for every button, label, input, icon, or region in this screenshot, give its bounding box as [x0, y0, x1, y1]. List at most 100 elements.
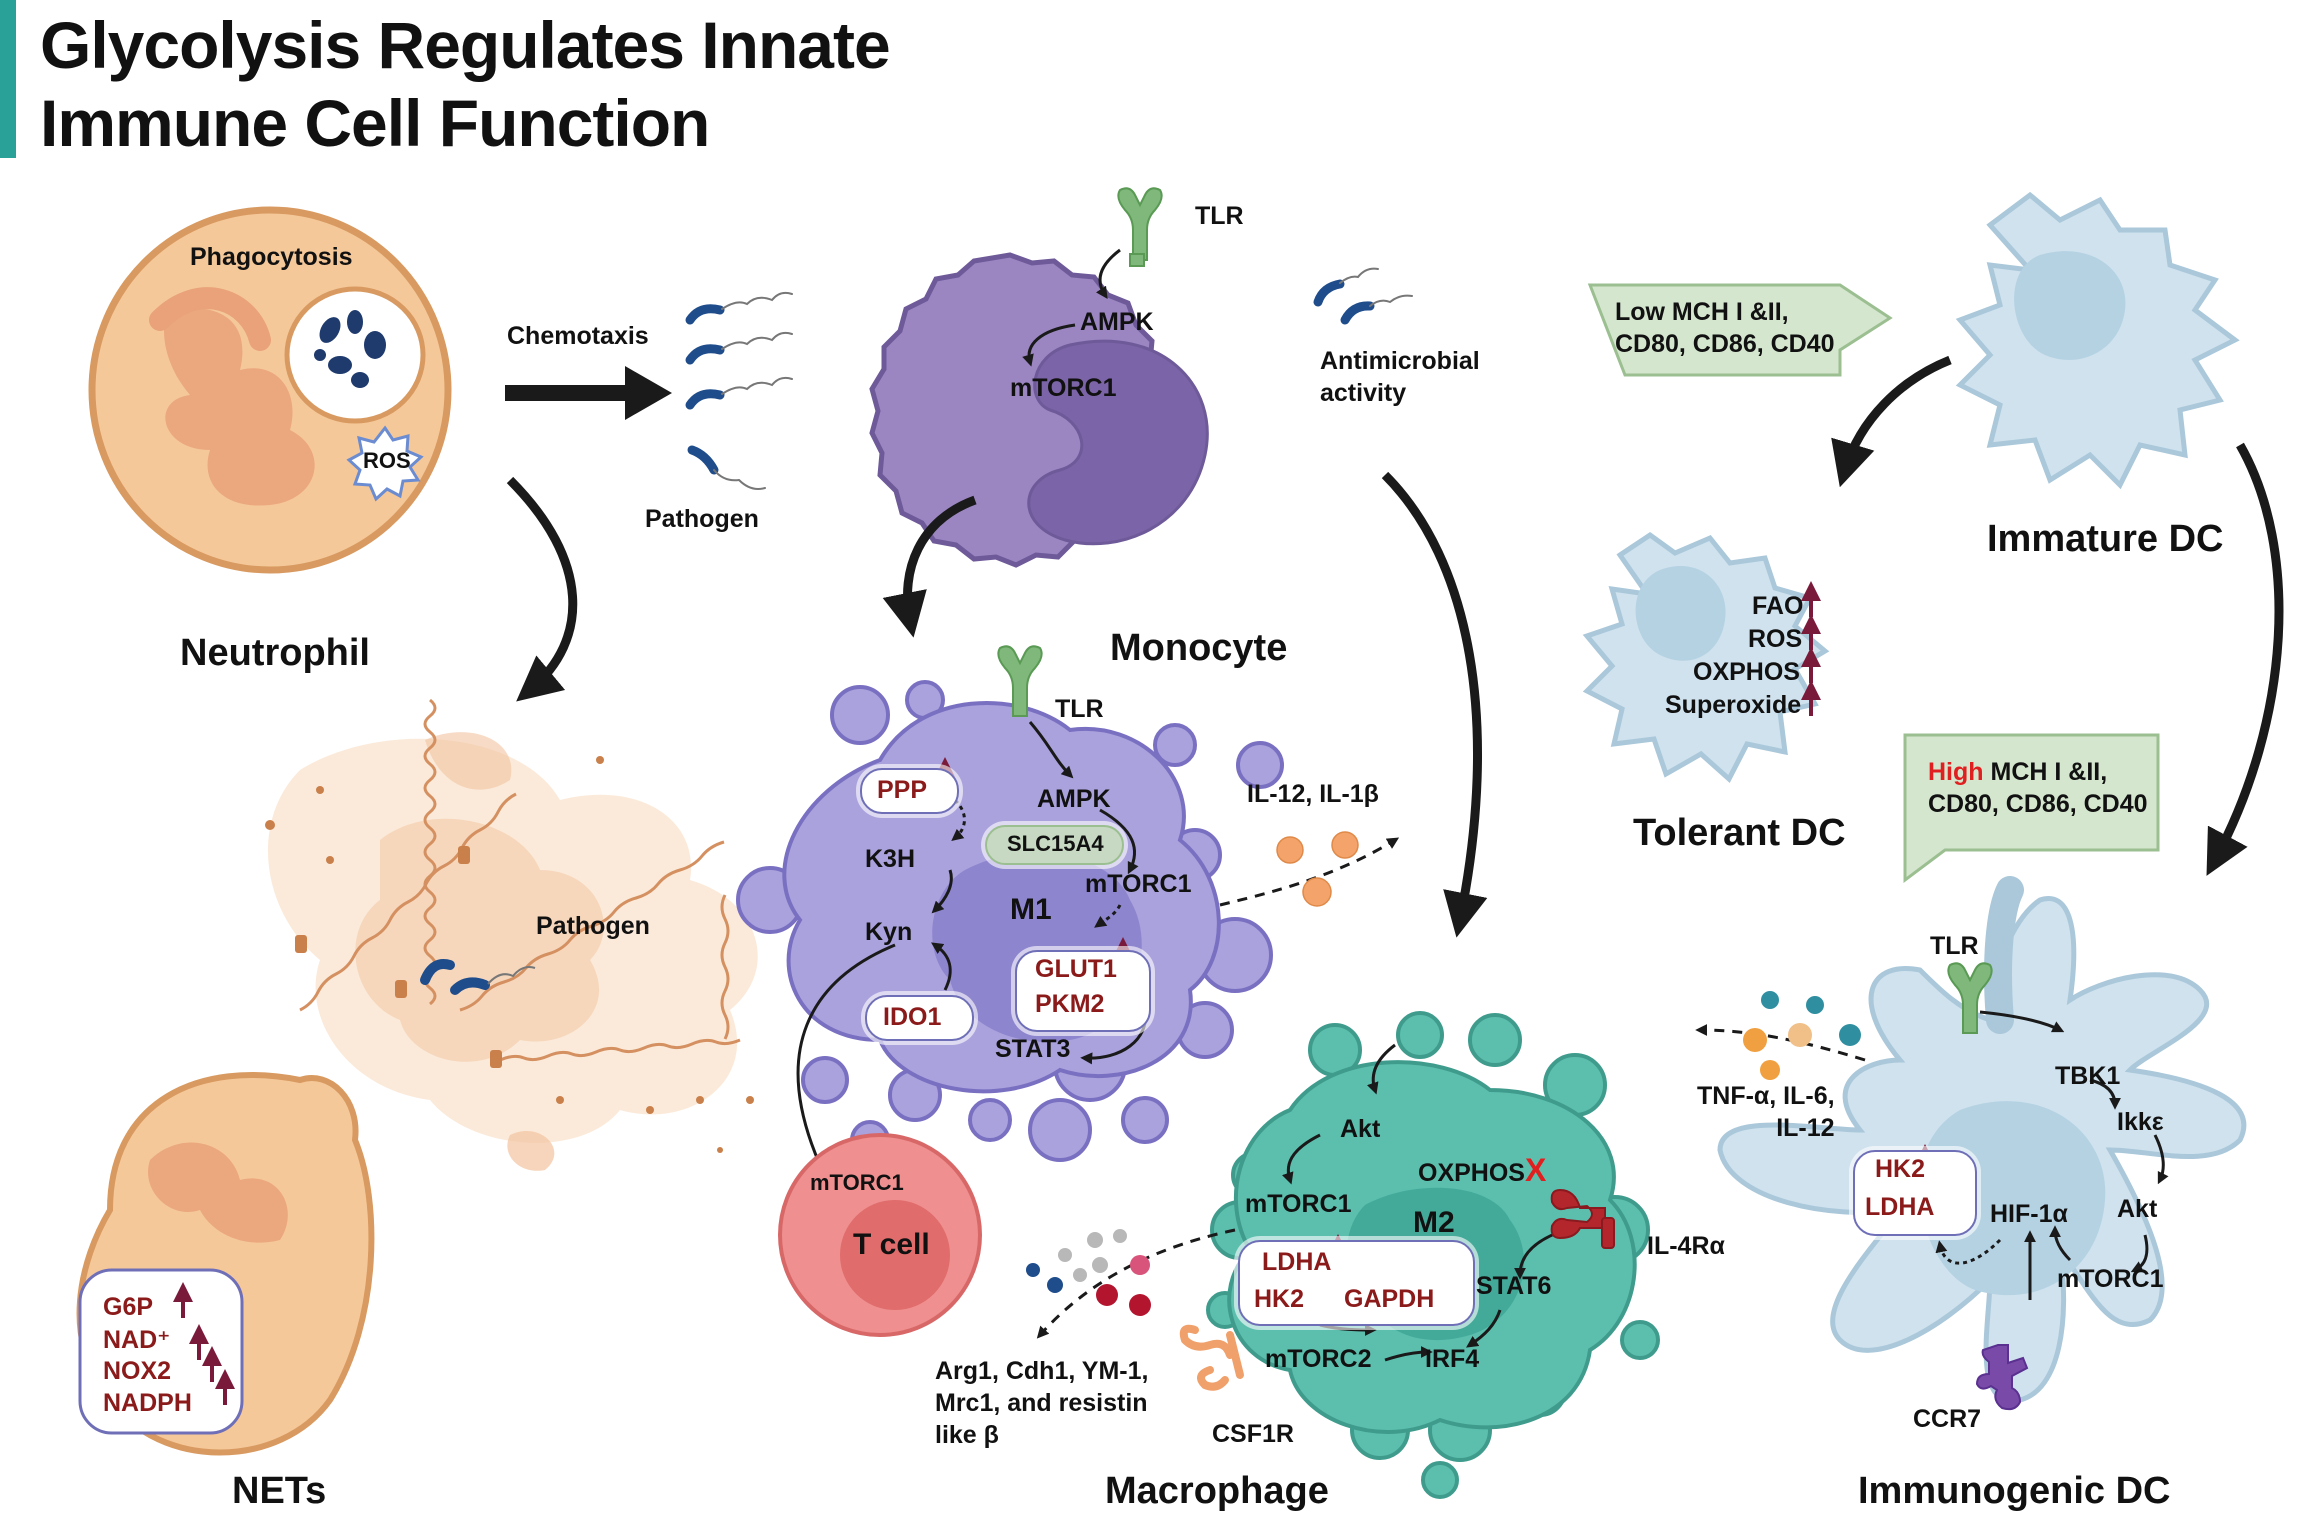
ccr7-receptor-icon: [1975, 1344, 2029, 1411]
nets-label: NETs: [232, 1470, 327, 1512]
m2-secretion-arrow: [1036, 1228, 1236, 1339]
immature-to-tolerant-arrow: [1831, 355, 1952, 488]
m2-entry-to-akt-arrow: [1367, 1043, 1396, 1095]
dc-ldha-label: LDHA: [1865, 1193, 1935, 1221]
high-mhc-label: High MCH I &II, CD80, CD86, CD40: [1928, 758, 2148, 818]
nets-structure: [265, 698, 758, 1171]
m2-mtorc1-label: mTORC1: [1245, 1190, 1352, 1218]
g6p-label: G6P: [103, 1293, 154, 1321]
dc-tlr-label: TLR: [1930, 932, 1979, 960]
t-cell-label: T cell: [853, 1228, 930, 1261]
nadph-label: NADPH: [103, 1389, 192, 1417]
chemotaxis-arrow: [505, 366, 672, 420]
k3h-label: K3H: [865, 845, 916, 873]
m2-products-label: Arg1, Cdh1, YM-1, Mrc1, and resistin lik…: [935, 1357, 1149, 1449]
immunogenic-dc-dendrites: [1984, 876, 2024, 1034]
monocyte-to-m1-arrow: [882, 495, 977, 638]
m1-mtorc1-to-glut1-arrow: [1094, 904, 1122, 928]
nox2-label: NOX2: [103, 1357, 172, 1385]
m1-ampk-label: AMPK: [1037, 785, 1111, 813]
il4ra-label: IL-4Rα: [1647, 1232, 1725, 1260]
m1-cytokine-release-arrow: [1219, 837, 1400, 907]
m2-mtorc2-to-irf4-arrow: [1384, 1346, 1433, 1362]
pathogen-label: Pathogen: [645, 505, 759, 533]
neutrophil-to-nets-arrow: [506, 476, 578, 702]
page-title: Glycolysis Regulates Innate Immune Cell …: [40, 6, 891, 162]
pkm2-label: PKM2: [1035, 990, 1105, 1018]
nad-label: NAD⁺: [103, 1326, 171, 1354]
hk2-label: HK2: [1254, 1285, 1305, 1313]
hif-label: HIF-1α: [1990, 1200, 2068, 1228]
dc-akt-label: Akt: [2117, 1195, 2158, 1223]
dc-tlr-receptor-icon: [1947, 962, 1993, 1034]
superoxide-label: Superoxide: [1665, 691, 1802, 719]
tbk1-label: TBK1: [2055, 1062, 2121, 1090]
ccr7-label: CCR7: [1913, 1405, 1982, 1433]
glut1-label: GLUT1: [1035, 955, 1117, 983]
oxphos-blocked-x-icon: X: [1524, 1152, 1547, 1188]
dc-tbk1-to-ikke-arrow: [2089, 1078, 2121, 1110]
dc-mtorc1-label: mTORC1: [2057, 1265, 2164, 1293]
m2-label: M2: [1413, 1206, 1455, 1239]
antimicrobial-activity-label: Antimicrobial activity: [1320, 347, 1480, 407]
t-cell: [778, 1133, 982, 1337]
title-line-2: Immune Cell Function: [40, 86, 710, 160]
m2-stat6-to-irf4-arrow: [1466, 1309, 1502, 1348]
dc-ikke-to-akt-arrow: [2153, 1134, 2169, 1185]
m1-cytokine-dots: [1276, 831, 1359, 907]
m1-kyn-to-tcell-arrow: [796, 943, 896, 1170]
dc-hk2-label: HK2: [1875, 1155, 1926, 1183]
ldha-label: LDHA: [1262, 1248, 1332, 1276]
m1-ampk-to-mtorc1-arrow: [1099, 808, 1139, 875]
oxphos-label: OXPHOSX: [1418, 1152, 1547, 1188]
monocyte-to-m2-arrow: [1381, 471, 1488, 938]
tlr-receptor-icon: [1117, 187, 1163, 267]
fao-label: FAO: [1752, 592, 1804, 620]
title-accent-bar: [0, 0, 16, 158]
m1-k3h-to-kyn-arrow: [931, 869, 953, 914]
low-mhc-callout-bubble: [1587, 283, 1893, 377]
ppp-pill: [860, 768, 959, 814]
nets-pathogen-label: Pathogen: [536, 912, 650, 940]
ros-burst-icon: [346, 425, 424, 502]
m1-mtorc1-label: mTORC1: [1085, 870, 1192, 898]
dc-cytokine-dots: [1743, 991, 1861, 1080]
m2-akt-to-mtorc1-arrow: [1282, 1133, 1321, 1185]
pathogen-group-icon: [685, 291, 793, 490]
macrophage-label: Macrophage: [1105, 1470, 1329, 1512]
m1-ppp-to-k3h-arrow: [951, 798, 966, 842]
dc-mtorc1-to-hif-arrow: [2049, 1225, 2072, 1262]
stat6-label: STAT6: [1476, 1272, 1552, 1300]
low-mhc-label: Low MCH I &II, CD80, CD86, CD40: [1615, 298, 1835, 358]
gapdh-label: GAPDH: [1344, 1285, 1435, 1313]
m2-enzyme-pill: [1238, 1240, 1475, 1326]
dc-cytokine-release-arrow: [1695, 1024, 1866, 1062]
dc-cytokines-label: TNF-α, IL-6, IL-12: [1697, 1082, 1835, 1142]
csf1r-label: CSF1R: [1212, 1420, 1294, 1448]
antimicrobial-pathogen-icon: [1313, 267, 1413, 325]
monocyte-mtorc1-label: mTORC1: [1010, 374, 1117, 402]
neutrophil-label: Neutrophil: [180, 632, 370, 674]
chemotaxis-label: Chemotaxis: [507, 322, 649, 350]
dc-enzyme-pill: [1853, 1150, 1977, 1236]
ido1-pill: [865, 995, 974, 1041]
ppp-label: PPP: [877, 776, 928, 804]
stat3-label: STAT3: [995, 1035, 1071, 1063]
high-mhc-callout-bubble: [1903, 733, 2160, 883]
tolerant-ros-label: ROS: [1748, 625, 1803, 653]
m1-tlr-label: TLR: [1055, 695, 1104, 723]
ido1-label: IDO1: [883, 1003, 942, 1031]
kyn-label: Kyn: [865, 918, 913, 946]
tolerant-dc-cell: [1582, 531, 1830, 784]
slc15a4-pill: [985, 825, 1124, 865]
nets-neutrophil-cell: [76, 1072, 375, 1456]
mtorc2-label: mTORC2: [1265, 1345, 1372, 1373]
immature-dc-cell: [1955, 191, 2240, 490]
il4ra-receptor-icon: [1550, 1188, 1615, 1249]
m1-cytokines-label: IL-12, IL-1β: [1247, 780, 1379, 808]
m1-label: M1: [1010, 893, 1052, 926]
phagocytosis-label: Phagocytosis: [190, 243, 353, 271]
engulfed-pathogen-icon: [314, 310, 386, 388]
tolerant-oxphos-label: OXPHOS: [1693, 658, 1800, 686]
m2-hk2-to-mtorc2-arrow: [1319, 1323, 1377, 1336]
